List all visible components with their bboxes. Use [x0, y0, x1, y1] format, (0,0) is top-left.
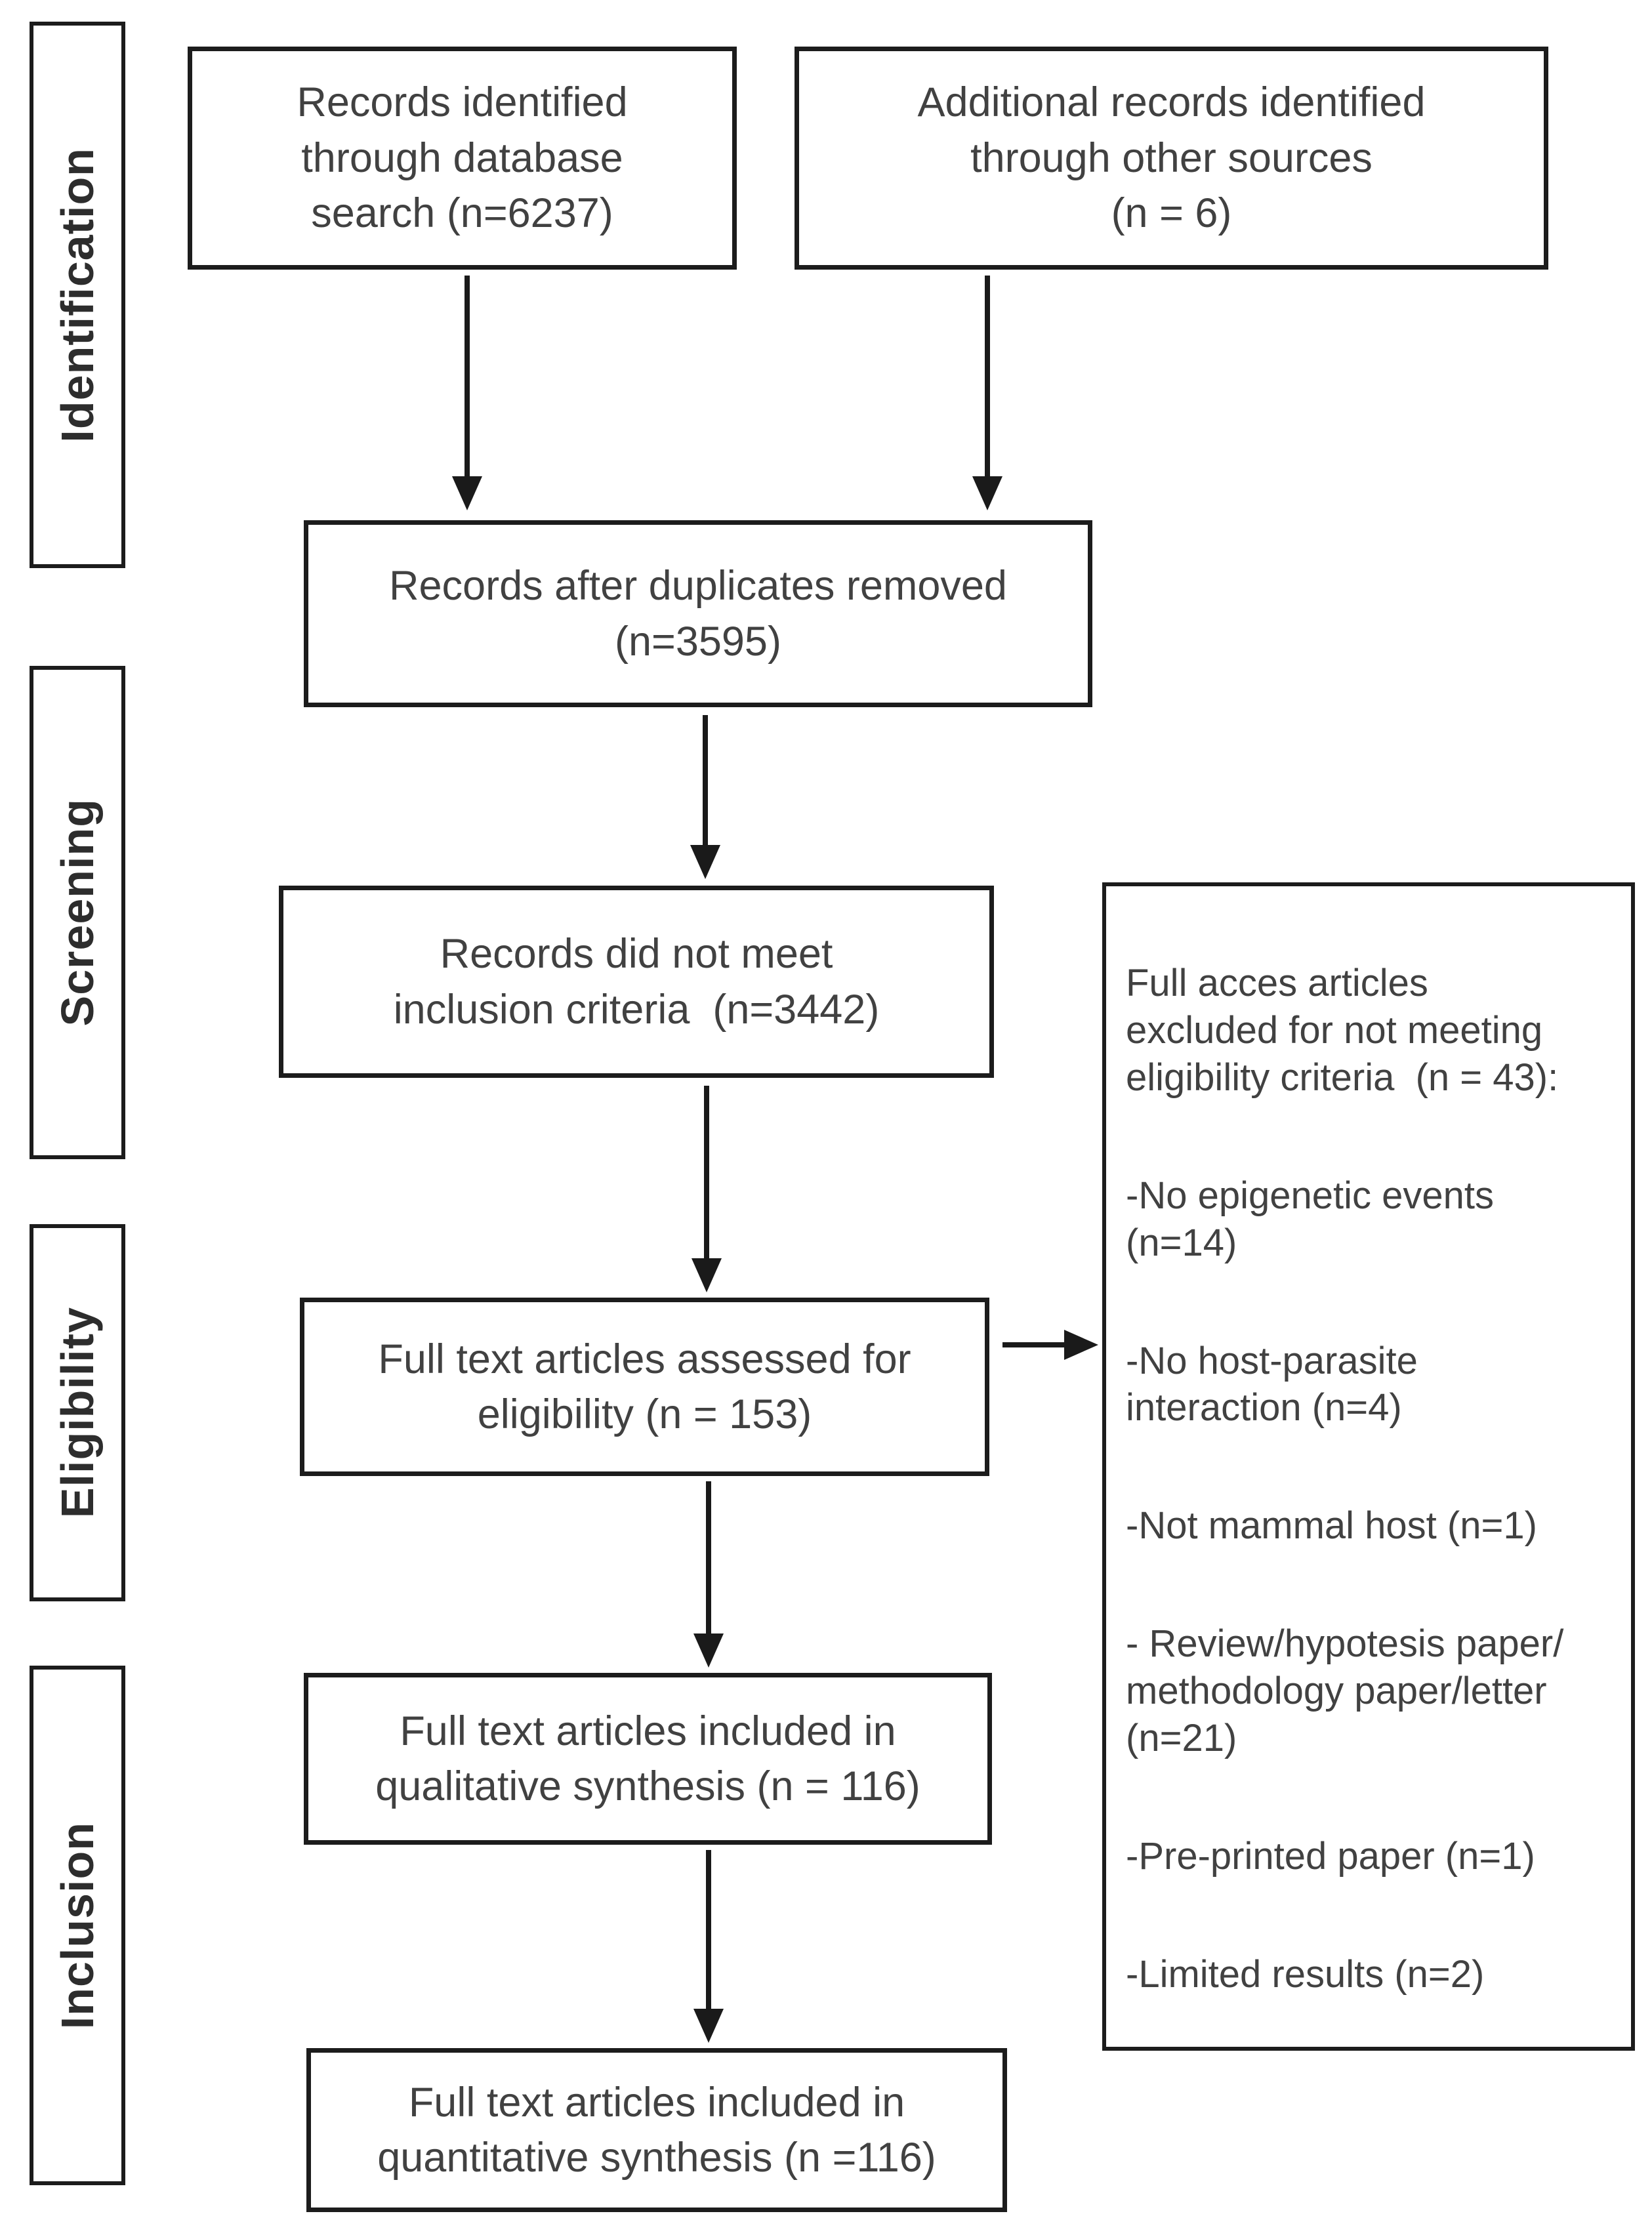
box-text-line: Full text articles included in [408, 2079, 905, 2126]
exclusion-item-line: methodology paper/letter [1126, 1670, 1547, 1713]
stage-box-identification: Identification [30, 22, 125, 568]
arrow-qualitative-to-quantitative [693, 1850, 724, 2043]
box-text-line: Full text articles included in [400, 1708, 896, 1754]
arrow-down-icon [692, 1258, 722, 1292]
arrow-other-sources-to-duplicates [972, 276, 1003, 510]
exclusion-item-line: (n=21) [1126, 1717, 1237, 1760]
arrow-eligibility-to-exclusion [1002, 1329, 1098, 1361]
arrow-stem [985, 276, 990, 482]
box-exclusion-reasons: Full acces articles excluded for not mee… [1102, 882, 1635, 2051]
box-text-line: Records identified [297, 79, 628, 126]
exclusion-item-pre-printed-paper: -Pre-printed paper (n=1) [1126, 1833, 1614, 1880]
arrow-eligibility-to-qualitative [693, 1481, 724, 1668]
exclusion-intro-line: excluded for not meeting [1126, 1008, 1543, 1052]
box-text-line: (n = 6) [1111, 190, 1232, 237]
box-qualitative-synthesis: Full text articles included in qualitati… [304, 1673, 992, 1845]
arrow-duplicates-to-inclusion-criteria [690, 715, 721, 879]
arrow-stem [706, 1850, 711, 2014]
box-records-database-search: Records identified through database sear… [188, 47, 737, 270]
stage-label-identification: Identification [52, 147, 103, 443]
exclusion-item-line: -Not mammal host (n=1) [1126, 1504, 1537, 1548]
exclusion-item-line: -Pre-printed paper (n=1) [1126, 1834, 1535, 1878]
exclusion-item-line: -Limited results (n=2) [1126, 1952, 1485, 1996]
stage-label-eligibility: Eligibility [52, 1307, 103, 1519]
box-text-line: through database [301, 134, 623, 181]
arrow-right-icon [1064, 1330, 1098, 1360]
exclusion-item-review-hypotesis-methodology-letter: - Review/hypotesis paper/ methodology pa… [1126, 1620, 1614, 1762]
exclusion-item-limited-results: -Limited results (n=2) [1126, 1951, 1614, 1998]
arrow-stem [704, 1086, 709, 1263]
box-text-line: Records did not meet [440, 931, 833, 977]
arrow-stem [1002, 1342, 1069, 1347]
box-text-line: Records after duplicates removed [389, 563, 1007, 609]
box-text-line: inclusion criteria (n=3442) [393, 986, 880, 1033]
exclusion-item-no-host-parasite-interaction: -No host-parasite interaction (n=4) [1126, 1338, 1614, 1432]
exclusion-item-line: -No epigenetic events [1126, 1174, 1494, 1217]
box-assessed-for-eligibility: Full text articles assessed for eligibil… [300, 1298, 989, 1476]
box-not-meeting-inclusion-criteria: Records did not meet inclusion criteria … [279, 886, 994, 1078]
exclusion-item-line: interaction (n=4) [1126, 1386, 1402, 1429]
stage-box-screening: Screening [30, 666, 125, 1159]
box-text-line: Full text articles assessed for [378, 1336, 911, 1382]
arrow-stem [465, 276, 470, 482]
arrow-inclusion-criteria-to-eligibility [691, 1086, 722, 1292]
arrow-down-icon [693, 2009, 724, 2043]
arrow-down-icon [452, 476, 482, 510]
stage-label-screening: Screening [52, 798, 103, 1027]
arrow-down-icon [693, 1633, 724, 1668]
exclusion-intro: Full acces articles excluded for not mee… [1126, 960, 1614, 1101]
arrow-stem [706, 1481, 711, 1639]
exclusion-intro-line: Full acces articles [1126, 962, 1428, 1004]
box-text-line: search (n=6237) [311, 190, 613, 237]
box-text-line: (n=3595) [615, 618, 781, 665]
exclusion-item-no-epigenetic-events: -No epigenetic events (n=14) [1126, 1172, 1614, 1267]
box-records-other-sources: Additional records identified through ot… [795, 47, 1548, 270]
box-text-line: eligibility (n = 153) [477, 1391, 812, 1437]
box-after-duplicates-removed: Records after duplicates removed (n=3595… [304, 520, 1092, 707]
exclusion-item-not-mammal-host: -Not mammal host (n=1) [1126, 1502, 1614, 1550]
box-text-line: quantitative synthesis (n =116) [377, 2135, 936, 2181]
box-text-line: qualitative synthesis (n = 116) [375, 1763, 920, 1809]
box-quantitative-synthesis: Full text articles included in quantitat… [306, 2048, 1007, 2212]
box-text-line: Additional records identified [917, 79, 1426, 126]
arrow-database-to-duplicates [451, 276, 483, 510]
exclusion-item-line: - Review/hypotesis paper/ [1126, 1622, 1564, 1666]
box-text-line: through other sources [970, 134, 1373, 181]
stage-box-inclusion: Inclusion [30, 1666, 125, 2185]
exclusion-item-line: (n=14) [1126, 1221, 1237, 1264]
stage-box-eligibility: Eligibility [30, 1224, 125, 1601]
exclusion-intro-line: eligibility criteria (n = 43): [1126, 1056, 1559, 1099]
arrow-down-icon [690, 845, 720, 879]
arrow-down-icon [972, 476, 1002, 510]
arrow-stem [703, 715, 708, 850]
exclusion-item-line: -No host-parasite [1126, 1339, 1418, 1382]
stage-label-inclusion: Inclusion [52, 1821, 103, 2030]
